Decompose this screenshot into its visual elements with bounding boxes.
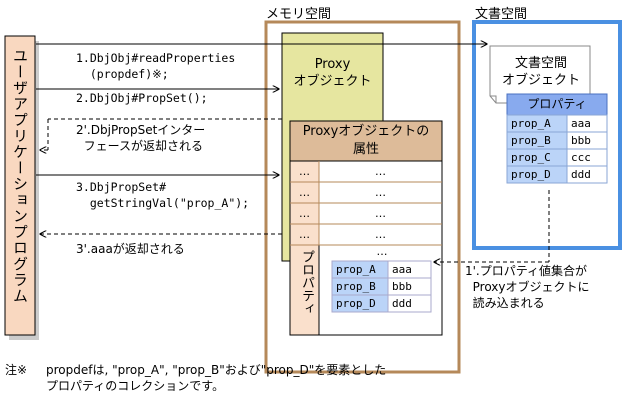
proxy-prop-value: ddd [392, 297, 412, 310]
proxy-prop-name: prop_D [336, 297, 376, 310]
step1-label: 1.DbjObj#readProperties (propdef)※; [76, 51, 236, 81]
doc-property-title: プロパティ [527, 97, 587, 111]
doc-prop-name: prop_C [511, 151, 551, 164]
doc-space-title: 文書空間 [475, 7, 528, 22]
note-text: propdefは, "prop_A", "prop_B"および"prop_D"を… [46, 363, 387, 393]
attr-row-value: … [376, 245, 388, 258]
attr-row-key: … [299, 228, 310, 241]
doc-prop-value: ddd [571, 168, 591, 181]
step1p-label: 1'.プロパティ値集合が Proxyオブジェクトに 読み込まれる [465, 264, 590, 310]
step3p-label: 3'.aaaが返却される [76, 242, 185, 256]
attr-row-value: … [375, 186, 386, 199]
note-mark: 注※ [5, 363, 28, 377]
doc-prop-value: ccc [571, 151, 591, 164]
app-label: ユーザアプリケーションプログラム [11, 48, 29, 304]
proxy-object-label: Proxy オブジェクト [293, 57, 372, 89]
step2p-label: 2'.DbjPropSetインター フェースが返却される [76, 123, 206, 153]
app-bar [4, 35, 36, 336]
step3-label: 3.DbjPropSet# getStringVal("prop_A"); [76, 180, 250, 210]
proxy-prop-name: prop_A [336, 263, 376, 276]
attr-row-key: … [299, 207, 310, 220]
proxy-property-label: プロパティ [299, 250, 314, 315]
doc-prop-name: prop_B [511, 134, 551, 147]
attr-header-bg [289, 120, 443, 162]
proxy-prop-value: aaa [392, 263, 412, 276]
doc-prop-name: prop_D [511, 168, 551, 181]
attr-row-value: … [375, 228, 386, 241]
doc-prop-value: bbb [571, 134, 591, 147]
memory-space-border [264, 20, 461, 374]
doc-object-label: 文書空間 オブジェクト [501, 56, 580, 88]
attr-row-value: … [375, 165, 386, 178]
doc-space-border [472, 20, 622, 250]
doc-prop-value: aaa [571, 117, 591, 130]
proxy-attr-title: Proxyオブジェクトの 属性 [302, 124, 430, 157]
proxy-prop-name: prop_B [336, 280, 376, 293]
attr-row-key: … [299, 165, 310, 178]
proxy-prop-value: bbb [392, 280, 412, 293]
attr-row-value: … [375, 207, 386, 220]
attr-row-key: … [299, 186, 310, 199]
step2-label: 2.DbjObj#PropSet(); [76, 91, 208, 105]
attr-side-bg [289, 160, 320, 336]
doc-prop-name: prop_A [511, 117, 551, 130]
memory-space-title: メモリ空間 [266, 7, 332, 22]
